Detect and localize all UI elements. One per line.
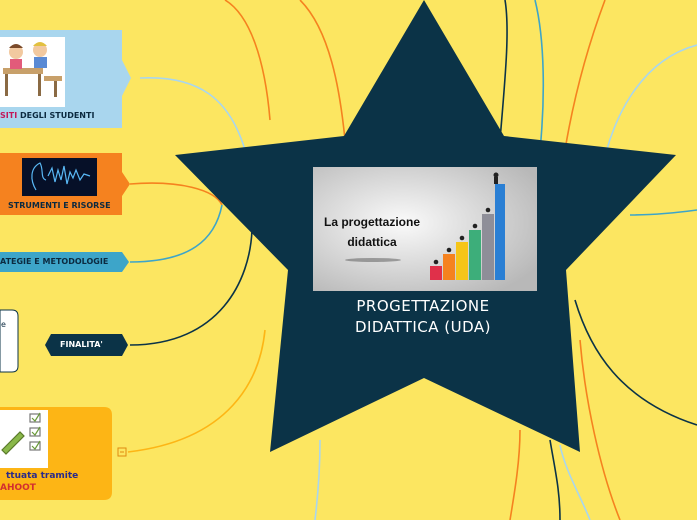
sound-wave-icon: [31, 162, 91, 191]
connector-verifica: [127, 329, 266, 453]
connector-strategie: [129, 204, 223, 263]
center-image-text-line1: La progettazione: [323, 215, 420, 229]
verifica-image: [0, 410, 48, 468]
central-topic-title[interactable]: PROGETTAZIONE DIDATTICA (UDA): [320, 296, 526, 338]
growth-stairs-icon: [430, 172, 505, 280]
verifica-expand-icon: [117, 447, 127, 457]
connector-top-4: [564, 0, 606, 151]
checklist-icon: [1, 412, 41, 455]
central-title-line2: DIDATTICA (UDA): [354, 318, 492, 336]
connector-bottom-1: [509, 429, 521, 520]
connector-top-3: [534, 0, 545, 151]
central-title-line1: PROGETTAZIONE: [356, 297, 490, 315]
prerequisiti-label-rest: DEGLI STUDENTI: [17, 111, 95, 120]
finalita-side-text: e: [1, 320, 6, 329]
prerequisiti-label-highlight: SITI: [0, 111, 18, 120]
connector-right-4: [579, 339, 621, 520]
connector-finalita: [129, 229, 253, 346]
strumenti-label[interactable]: STRUMENTI E RISORSE: [8, 201, 111, 210]
finalita-label[interactable]: FINALITA': [60, 340, 103, 349]
prerequisiti-label[interactable]: SITI DEGLI STUDENTI: [0, 111, 94, 120]
connector-right-2: [629, 209, 697, 216]
connector-prerequisiti: [139, 77, 246, 151]
center-image-text-line2: didattica: [347, 235, 397, 249]
strategie-box: [0, 252, 129, 272]
verifica-label-line2: AHOOT: [0, 483, 36, 493]
students-icon: [3, 42, 62, 97]
verifica-label-line1[interactable]: ttuata tramite: [6, 471, 79, 481]
connector-top-2: [499, 0, 508, 141]
connector-top-1: [299, 0, 346, 141]
connector-bottom-3: [559, 444, 591, 520]
connector-strumenti: [129, 182, 223, 206]
finalita-side-card: [0, 309, 19, 373]
connector-top-left: [224, 0, 271, 121]
connector-right-3: [574, 299, 697, 426]
connector-bottom-2: [549, 439, 561, 520]
connector-bottom-4: [314, 439, 321, 520]
finalita-box: [45, 334, 128, 356]
strategie-label[interactable]: ATEGIE E METODOLOGIE: [0, 257, 109, 266]
